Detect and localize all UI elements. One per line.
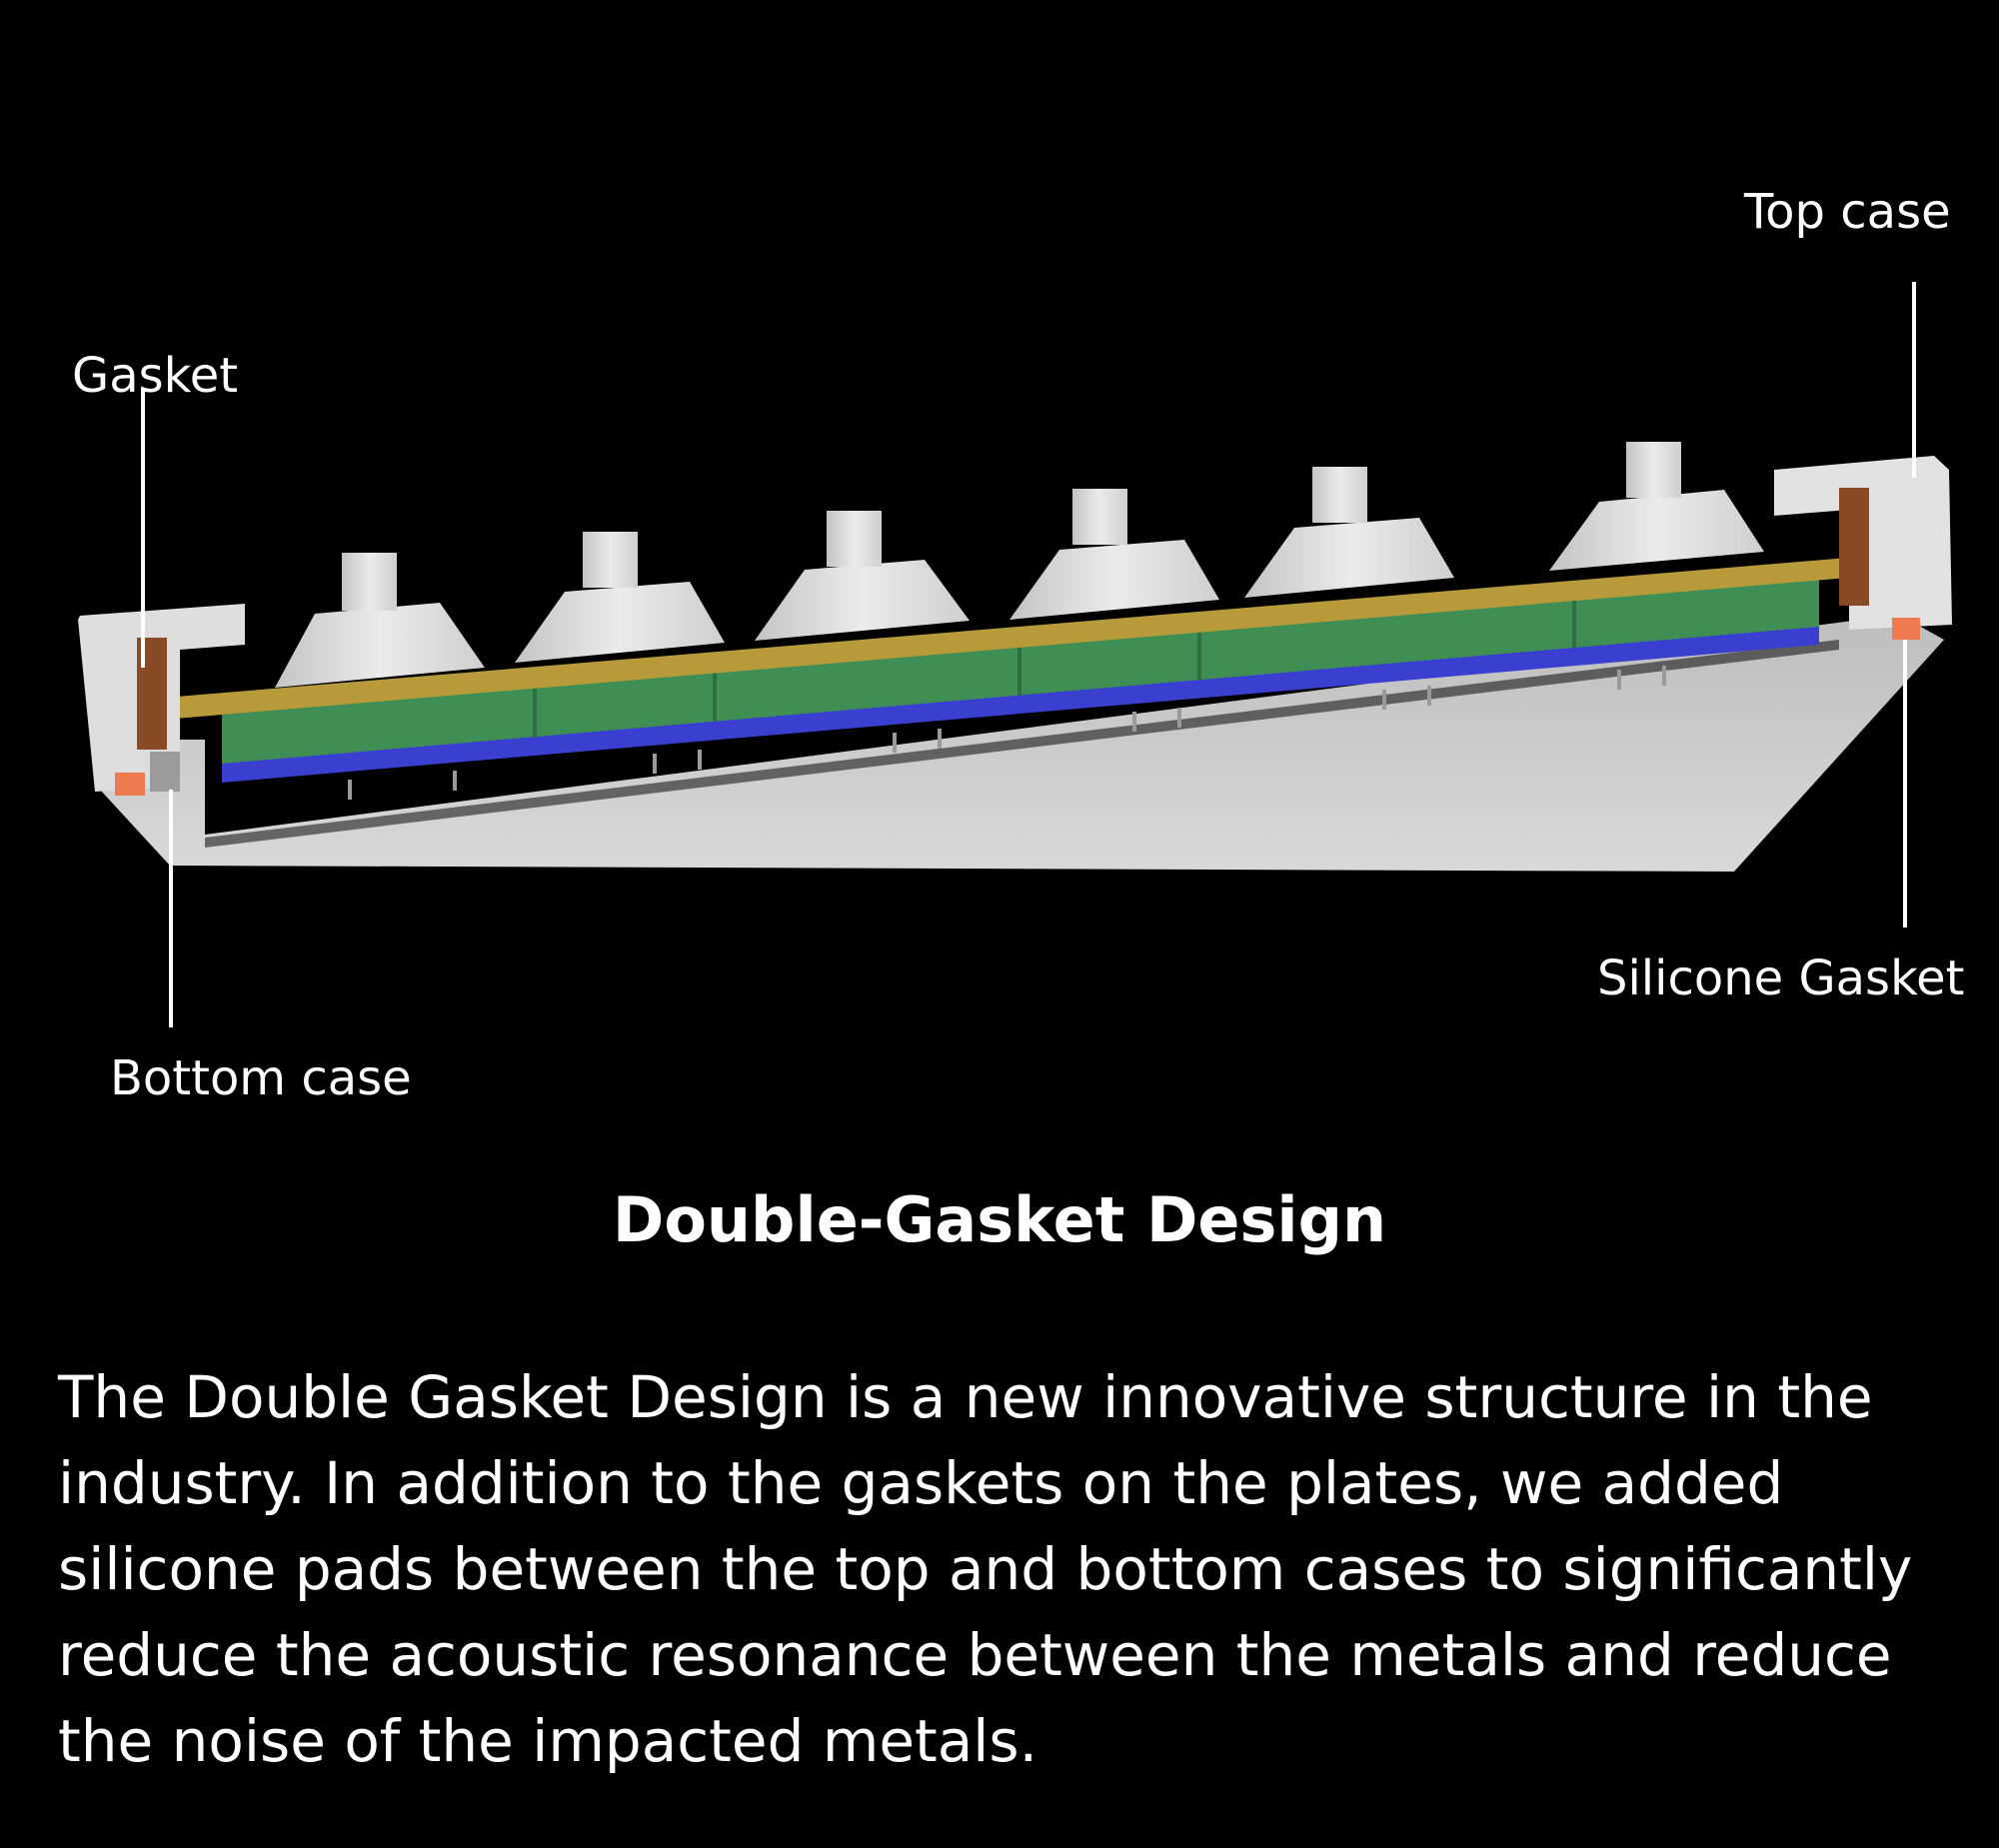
switch-legs: [348, 666, 1666, 800]
right-gasket: [1839, 488, 1869, 606]
switch-2: [515, 532, 725, 663]
label-top-case: Top case: [1744, 184, 1951, 240]
keyboard-cross-section-diagram: [78, 282, 1952, 1027]
switch-4: [1009, 489, 1219, 620]
left-silicone-pad: [115, 773, 145, 796]
pcb-segments: [533, 599, 1576, 738]
right-silicone-pad: [1892, 618, 1920, 640]
switch-1: [275, 553, 485, 688]
foam-layer: [222, 625, 1819, 783]
switch-6: [1549, 442, 1764, 571]
leader-lines: [141, 282, 1916, 1027]
label-gasket: Gasket: [72, 348, 239, 404]
switch-3: [755, 511, 970, 641]
label-silicone-gasket: Silicone Gasket: [1597, 950, 1965, 1006]
switch-5: [1244, 467, 1454, 598]
label-bottom-case: Bottom case: [110, 1050, 412, 1106]
diagram-title: Double-Gasket Design: [612, 1183, 1387, 1256]
description-paragraph: The Double Gasket Design is a new innova…: [58, 1363, 1913, 1775]
plate: [140, 555, 1884, 722]
